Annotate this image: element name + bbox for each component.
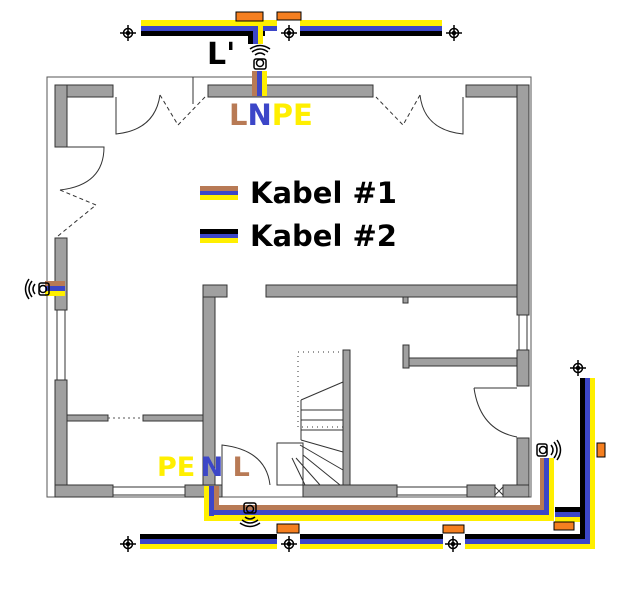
wall xyxy=(207,84,374,98)
wireless-sensor-icon xyxy=(24,278,50,300)
wall xyxy=(516,84,530,316)
door[interactable] xyxy=(57,189,97,237)
cable-2-swatch xyxy=(200,229,238,244)
cable-1-left xyxy=(45,291,65,296)
wall xyxy=(516,349,530,387)
doors xyxy=(56,77,528,496)
crosshair-markers xyxy=(120,25,586,552)
wall xyxy=(302,484,398,498)
sensors xyxy=(24,44,562,528)
door[interactable] xyxy=(375,94,421,126)
wall xyxy=(202,284,228,298)
wall xyxy=(402,344,410,369)
wireless-sensor-icon xyxy=(239,502,261,528)
cable-1-left xyxy=(45,281,65,286)
wall xyxy=(54,84,68,148)
walls xyxy=(54,84,530,498)
staircase[interactable] xyxy=(276,351,344,486)
wall xyxy=(402,296,409,304)
wall xyxy=(54,237,68,311)
wall xyxy=(342,349,351,486)
wireless-sensor-icon xyxy=(536,439,562,461)
window xyxy=(518,314,528,351)
wall xyxy=(466,484,496,498)
wall xyxy=(502,484,530,498)
window xyxy=(56,309,66,381)
crosshair-icon xyxy=(120,536,136,552)
window xyxy=(396,486,468,496)
crosshair-icon xyxy=(445,536,461,552)
phase-label: L xyxy=(229,98,248,132)
wall xyxy=(265,284,518,298)
wall xyxy=(142,414,204,422)
junction-box xyxy=(276,11,302,21)
neutral-label: N xyxy=(200,452,224,483)
cable-1-swatch xyxy=(200,186,238,201)
legend-label: Kabel #2 xyxy=(250,219,397,253)
earth-label: PE xyxy=(271,98,313,132)
cable-1-top xyxy=(257,71,262,96)
door[interactable] xyxy=(419,94,464,135)
crosshair-icon xyxy=(120,25,136,41)
wall xyxy=(54,484,114,498)
wall xyxy=(66,414,109,422)
door[interactable] xyxy=(58,146,105,191)
wireless-sensor-icon xyxy=(249,44,271,70)
junction-box xyxy=(596,442,606,458)
crosshair-icon xyxy=(446,25,462,41)
wall xyxy=(407,357,518,367)
junction-box xyxy=(276,523,300,534)
cable-2-top xyxy=(141,20,442,44)
cable-1-left xyxy=(45,286,65,291)
junction-box xyxy=(235,11,264,22)
cable-1-top xyxy=(262,71,267,96)
cable-1-bottom xyxy=(204,458,554,521)
junction-box xyxy=(442,524,465,534)
wall xyxy=(54,379,68,498)
junction-box xyxy=(553,521,575,531)
crosshair-icon xyxy=(281,536,297,552)
legend-item-kabel-1: Kabel #1 xyxy=(200,176,397,210)
vent xyxy=(494,486,504,496)
switch-label: L' xyxy=(207,37,236,72)
cable-1-top xyxy=(252,71,257,96)
legend-item-kabel-2: Kabel #2 xyxy=(200,219,397,253)
earth-label: PE xyxy=(157,452,196,483)
bottom-feed-label: PE N L xyxy=(157,454,250,481)
door[interactable] xyxy=(473,387,518,438)
cable-2-bottom xyxy=(140,378,595,549)
crosshair-icon xyxy=(281,25,297,41)
phase-label: L xyxy=(232,452,250,483)
neutral-label: N xyxy=(247,98,272,132)
window xyxy=(112,486,186,496)
crosshair-icon xyxy=(570,360,586,376)
legend-label: Kabel #1 xyxy=(250,176,397,210)
door[interactable] xyxy=(159,94,206,126)
top-feed-label: LNPE xyxy=(229,101,313,130)
door[interactable] xyxy=(115,94,161,135)
door[interactable] xyxy=(221,444,271,486)
